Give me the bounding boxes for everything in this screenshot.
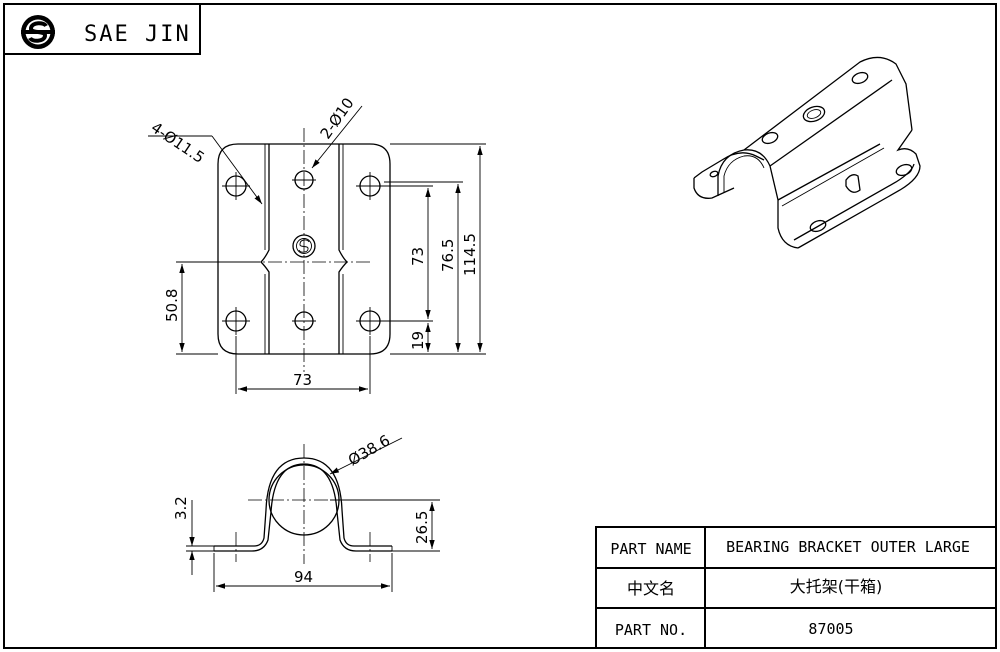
mounting-hole: [222, 172, 250, 200]
chinese-name-label: 中文名: [627, 579, 675, 598]
dim-height-50-8: 50.8: [163, 289, 181, 322]
mounting-hole: [356, 172, 384, 200]
sheet-frame: [3, 3, 997, 649]
dim-height-26-5: 26.5: [413, 511, 431, 544]
isometric-view: [693, 56, 921, 249]
dim-width-73: 73: [293, 371, 312, 389]
dim-height-19: 19: [409, 331, 427, 350]
sj-logo-icon: [21, 15, 55, 49]
dim-height-73: 73: [409, 247, 427, 266]
front-view: Ø38.6 3.2 26.5 94: [172, 431, 440, 592]
part-name-label: PART NAME: [610, 540, 691, 558]
iso-logo-icon: [802, 105, 826, 123]
dim-thickness-3-2: 3.2: [172, 496, 190, 520]
embossed-logo-icon: [292, 234, 316, 258]
dim-hole-4: 4-Ø11.5: [148, 118, 208, 167]
chinese-name-value: 大托架(干箱): [790, 577, 883, 596]
dim-hole-2: 2-Ø10: [317, 94, 358, 142]
brand-name: SAE JIN: [84, 22, 191, 47]
dim-width-94: 94: [294, 568, 313, 586]
top-view: 4-Ø11.5 2-Ø10 73 76.5 114.5 19 50.8 73: [148, 94, 486, 394]
mounting-hole: [222, 307, 250, 335]
dim-height-114-5: 114.5: [461, 233, 479, 276]
part-no-label: PART NO.: [615, 621, 687, 639]
part-no-value: 87005: [808, 620, 853, 638]
dim-diameter-38-6: Ø38.6: [345, 431, 393, 469]
center-hole: [292, 170, 316, 190]
title-block: PART NAME BEARING BRACKET OUTER LARGE 中文…: [595, 526, 996, 648]
header-block: SAE JIN: [4, 4, 201, 55]
part-name-value: BEARING BRACKET OUTER LARGE: [726, 538, 970, 556]
mounting-hole: [356, 307, 384, 335]
center-hole: [292, 311, 316, 331]
dim-height-76-5: 76.5: [439, 239, 457, 272]
